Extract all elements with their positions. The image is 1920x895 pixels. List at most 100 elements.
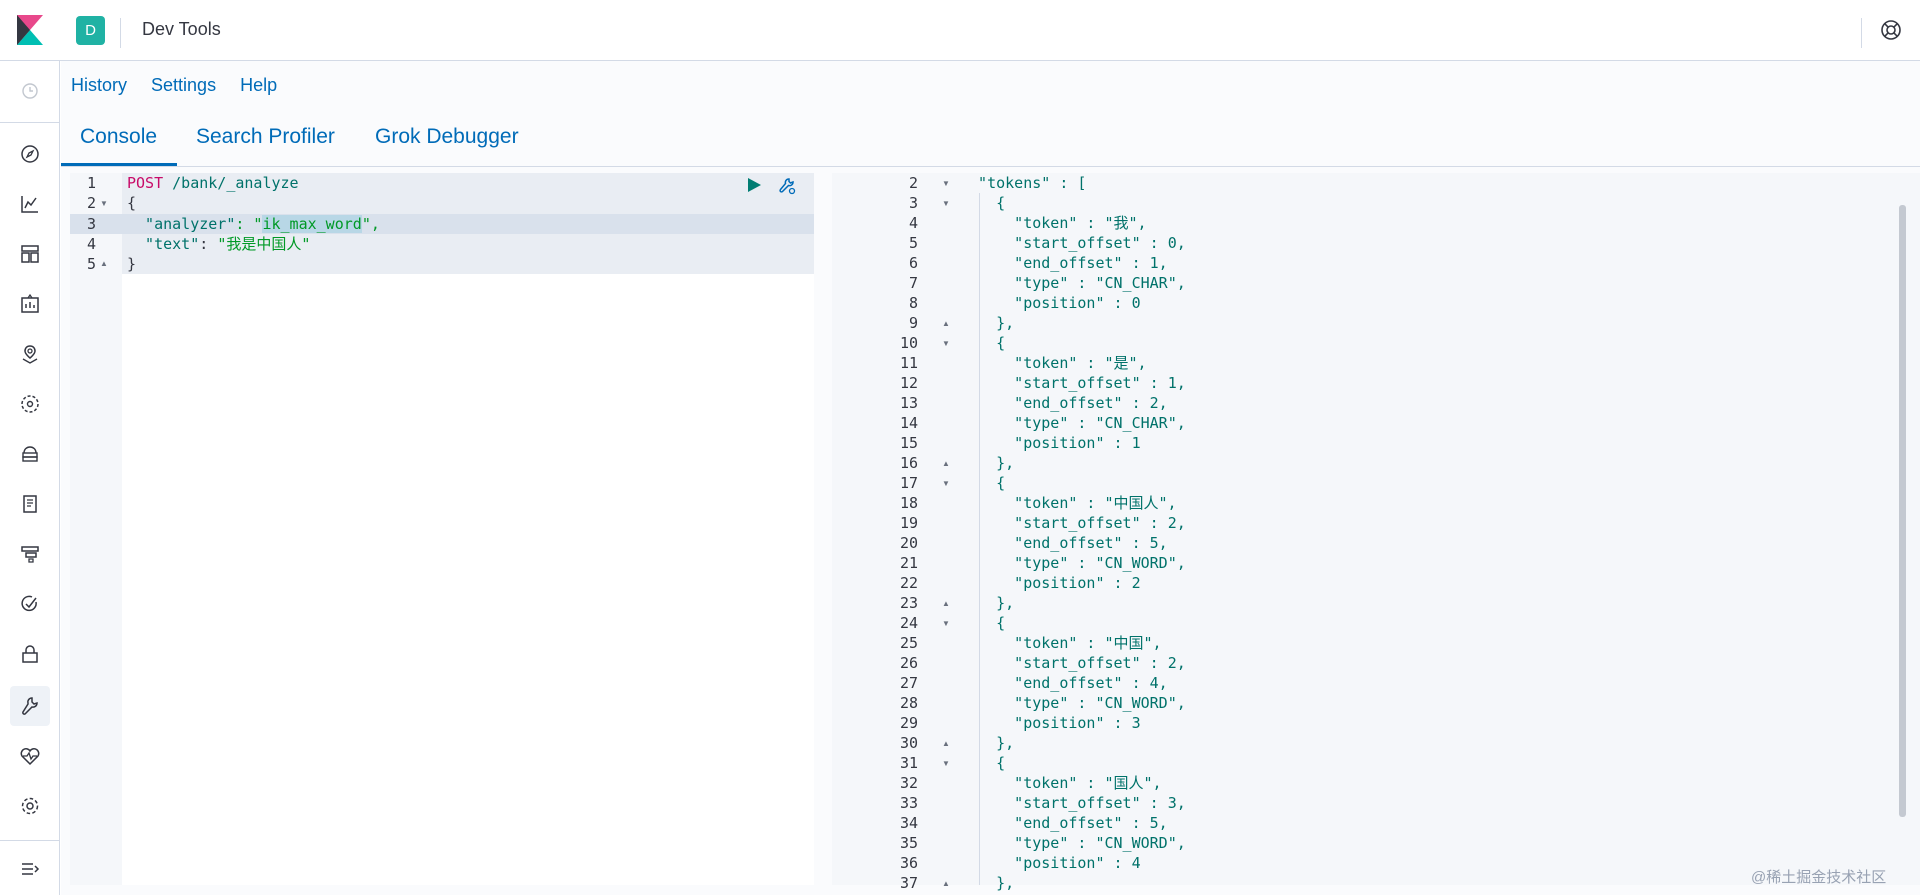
active-tab-indicator [61, 163, 177, 166]
nav-divider [0, 122, 60, 123]
line-number: 11 [899, 354, 918, 372]
line-number: 4 [86, 235, 96, 253]
response-editor[interactable]: 2▼ "tokens" : [3▼ {4 "token" : "我",5 "st… [832, 173, 1920, 892]
response-line[interactable]: "token" : "国人", [960, 774, 1162, 792]
help-lifebuoy-icon[interactable] [1880, 19, 1902, 41]
indent-guide [979, 193, 980, 885]
request-line[interactable]: } [127, 255, 137, 273]
response-line[interactable]: "end_offset" : 5, [960, 534, 1168, 552]
fold-toggle-icon[interactable]: ▲ [942, 319, 950, 328]
settings-link[interactable]: Settings [151, 75, 217, 95]
fold-toggle-icon[interactable]: ▼ [942, 479, 950, 488]
response-line[interactable]: "start_offset" : 1, [960, 374, 1186, 392]
maps-icon[interactable] [18, 342, 42, 366]
response-line[interactable]: }, [960, 314, 1015, 332]
discover-compass-icon[interactable] [18, 142, 42, 166]
response-line[interactable]: "type" : "CN_CHAR", [960, 274, 1186, 292]
line-number: 30 [899, 734, 918, 752]
visualize-chart-icon[interactable] [18, 192, 42, 216]
siem-lock-icon[interactable] [18, 642, 42, 666]
logs-icon[interactable] [18, 492, 42, 516]
send-request-play-icon[interactable] [745, 176, 763, 194]
request-line[interactable]: POST /bank/_analyze [127, 173, 299, 193]
response-gutter [832, 173, 956, 885]
collapse-menu-icon[interactable] [18, 857, 42, 881]
response-line[interactable]: "type" : "CN_WORD", [960, 694, 1186, 712]
response-line[interactable]: { [960, 194, 1006, 212]
response-line[interactable]: "end_offset" : 5, [960, 814, 1168, 832]
response-line[interactable]: "end_offset" : 4, [960, 674, 1168, 692]
response-line[interactable]: "start_offset" : 2, [960, 514, 1186, 532]
fold-toggle-icon[interactable]: ▼ [942, 179, 950, 188]
response-line[interactable]: "tokens" : [ [960, 174, 1087, 192]
response-line[interactable]: }, [960, 734, 1015, 752]
fold-toggle-icon[interactable]: ▼ [100, 199, 108, 208]
response-line[interactable]: { [960, 334, 1006, 352]
response-line[interactable]: "start_offset" : 3, [960, 794, 1186, 812]
response-line[interactable]: "position" : 1 [960, 434, 1141, 452]
tab-search-profiler[interactable]: Search Profiler [196, 125, 335, 148]
fold-toggle-icon[interactable]: ▼ [942, 199, 950, 208]
response-line[interactable]: "type" : "CN_WORD", [960, 554, 1186, 572]
machine-learning-icon[interactable] [18, 392, 42, 416]
space-avatar[interactable]: D [76, 16, 105, 45]
response-line[interactable]: "token" : "我", [960, 214, 1147, 232]
request-line[interactable]: { [127, 194, 137, 212]
dashboard-icon[interactable] [18, 242, 42, 266]
response-line[interactable]: "position" : 0 [960, 294, 1141, 312]
canvas-icon[interactable] [18, 292, 42, 316]
response-line[interactable]: "start_offset" : 2, [960, 654, 1186, 672]
fold-toggle-icon[interactable]: ▲ [942, 739, 950, 748]
fold-toggle-icon[interactable]: ▲ [942, 459, 950, 468]
fold-toggle-icon[interactable]: ▼ [942, 619, 950, 628]
kibana-logo-icon[interactable] [17, 15, 43, 45]
help-link[interactable]: Help [240, 75, 278, 95]
request-actions-wrench-icon[interactable] [777, 176, 797, 196]
uptime-icon[interactable] [18, 592, 42, 616]
nav-divider [0, 840, 60, 841]
response-line[interactable]: { [960, 474, 1006, 492]
fold-toggle-icon[interactable]: ▲ [100, 259, 108, 268]
response-line[interactable]: "token" : "中国人", [960, 494, 1177, 512]
response-line[interactable]: "type" : "CN_CHAR", [960, 414, 1186, 432]
response-line[interactable]: "start_offset" : 0, [960, 234, 1186, 252]
response-line[interactable]: "position" : 4 [960, 854, 1141, 872]
response-line[interactable]: "token" : "中国", [960, 634, 1162, 652]
request-editor[interactable]: 1 POST /bank/_analyze 2 ▼ { 3 "analyzer"… [70, 173, 814, 885]
tab-console[interactable]: Console [80, 125, 158, 148]
response-line[interactable]: }, [960, 874, 1015, 892]
fold-toggle-icon[interactable]: ▼ [942, 759, 950, 768]
response-line[interactable]: "position" : 3 [960, 714, 1141, 732]
line-number: 18 [899, 494, 918, 512]
history-link[interactable]: History [71, 75, 128, 95]
line-number: 5 [86, 255, 96, 273]
stack-monitoring-heartbeat-icon[interactable] [18, 744, 42, 768]
line-number: 13 [899, 394, 918, 412]
infrastructure-icon[interactable] [18, 442, 42, 466]
fold-toggle-icon[interactable]: ▲ [942, 599, 950, 608]
response-line[interactable]: "end_offset" : 2, [960, 394, 1168, 412]
recently-viewed-clock-icon[interactable] [18, 79, 42, 103]
fold-toggle-icon[interactable]: ▼ [942, 339, 950, 348]
fold-toggle-icon[interactable]: ▲ [942, 879, 950, 888]
request-line[interactable]: "analyzer": "ik_max_word", [127, 214, 380, 234]
response-line[interactable]: }, [960, 454, 1015, 472]
dev-tools-wrench-icon[interactable] [18, 694, 42, 718]
line-number: 35 [899, 834, 918, 852]
response-line[interactable]: "end_offset" : 1, [960, 254, 1168, 272]
selected-text: ik_max_word [262, 215, 362, 233]
response-line[interactable]: "token" : "是", [960, 354, 1147, 372]
response-line[interactable]: "position" : 2 [960, 574, 1141, 592]
json-key: "analyzer" [127, 215, 236, 233]
tab-grok-debugger[interactable]: Grok Debugger [375, 125, 519, 148]
response-scrollbar[interactable] [1899, 205, 1906, 817]
response-line[interactable]: { [960, 754, 1006, 772]
apm-icon[interactable] [18, 542, 42, 566]
json-separator: : " [235, 215, 263, 233]
management-gear-icon[interactable] [18, 794, 42, 818]
response-line[interactable]: }, [960, 594, 1015, 612]
response-line[interactable]: "type" : "CN_WORD", [960, 834, 1186, 852]
response-code-area [956, 173, 1920, 885]
request-line[interactable]: "text": "我是中国人" [127, 234, 310, 254]
response-line[interactable]: { [960, 614, 1006, 632]
